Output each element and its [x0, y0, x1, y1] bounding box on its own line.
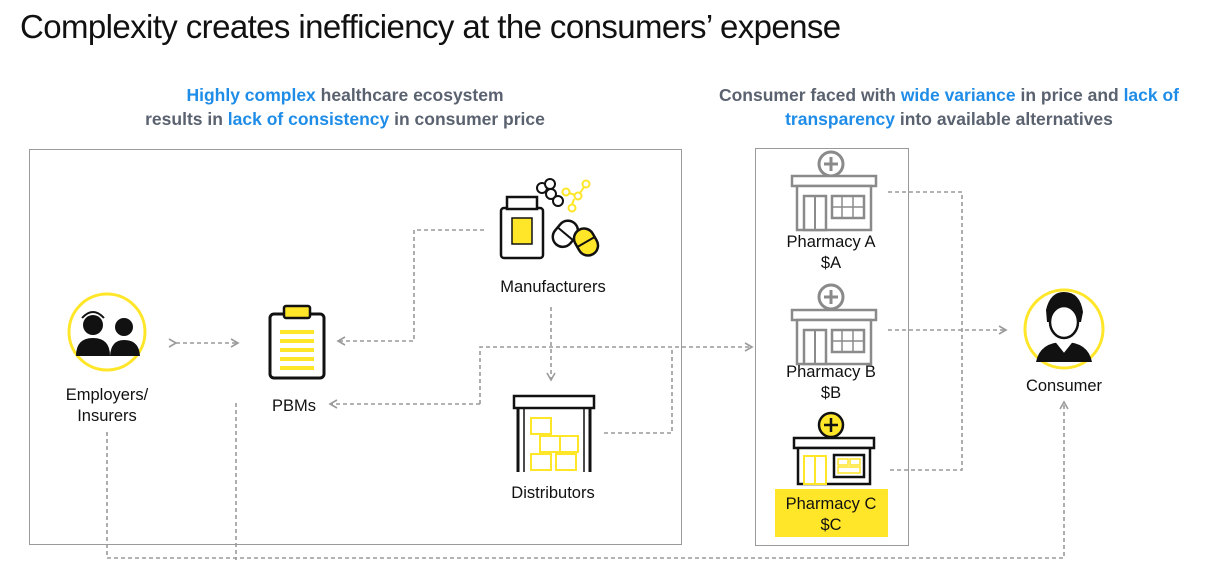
- pharmacy-a-name: Pharmacy A: [786, 233, 876, 251]
- right-caption-text-2: into available alternatives: [895, 109, 1113, 129]
- right-caption-text-1a: Consumer faced with: [718, 85, 901, 105]
- right-caption-highlight-1: wide variance: [900, 85, 1016, 105]
- manufacturers-icon: [499, 178, 600, 260]
- pharmacies-box: [755, 148, 909, 546]
- pharmacy-b-icon: [790, 283, 878, 366]
- left-caption-highlight-2: lack of consistency: [227, 109, 390, 129]
- consumer-icon: [1023, 288, 1105, 370]
- consumer-label: Consumer: [1025, 377, 1103, 395]
- left-caption: Highly complex healthcare ecosystem resu…: [145, 83, 545, 131]
- left-caption-text-2b: in consumer price: [389, 109, 545, 129]
- right-caption-highlight-3: transparency: [785, 109, 896, 129]
- pharmacy-a-label: Pharmacy A $A: [787, 232, 876, 274]
- pbms-label: PBMs: [271, 397, 317, 415]
- pbm-to-pharmacies-upper-arrow: [479, 342, 754, 404]
- manufacturers-to-pbm-arrow: [336, 229, 484, 346]
- left-caption-text-1: healthcare ecosystem: [315, 85, 504, 105]
- pharmacy-b-price: $B: [820, 384, 842, 402]
- manufacturers-label: Manufacturers: [500, 278, 606, 296]
- ecosystem-box: [29, 149, 682, 545]
- employers-label-line2: Insurers: [77, 407, 137, 425]
- employers-label: Employers/ Insurers: [66, 385, 149, 427]
- distributors-icon: [512, 394, 596, 472]
- employers-label-line1: Employers/: [65, 386, 149, 404]
- pharmacy-a-icon: [790, 150, 878, 232]
- pharmacy-a-to-consumer-line: [888, 191, 963, 471]
- employers-to-consumer-arrow: [106, 400, 1069, 559]
- left-caption-text-2a: results in: [145, 109, 228, 129]
- right-caption-text-1b: in price and: [1015, 85, 1124, 105]
- pharmacy-c-icon: [792, 411, 876, 486]
- pharmacy-c-label: Pharmacy C $C: [786, 494, 877, 536]
- right-caption-highlight-2: lack of: [1123, 85, 1180, 105]
- pharmacy-c-name: Pharmacy C: [785, 495, 877, 513]
- page-title: Complexity creates inefficiency at the c…: [20, 8, 841, 45]
- left-caption-highlight-1: Highly complex: [186, 85, 316, 105]
- pharmacy-c-highlight: [775, 489, 888, 537]
- clipboard-icon: [268, 304, 326, 380]
- distributors-label: Distributors: [511, 484, 595, 502]
- pharmacy-b-label: Pharmacy B $B: [786, 362, 876, 404]
- pharmacy-c-price: $C: [820, 516, 842, 534]
- distributors-to-pharmacies-arrow: [604, 347, 673, 434]
- employers-icon: [67, 292, 147, 372]
- right-caption: Consumer faced with wide variance in pri…: [719, 83, 1179, 131]
- pharmacy-a-price: $A: [820, 254, 842, 272]
- pharmacy-b-name: Pharmacy B: [786, 363, 876, 381]
